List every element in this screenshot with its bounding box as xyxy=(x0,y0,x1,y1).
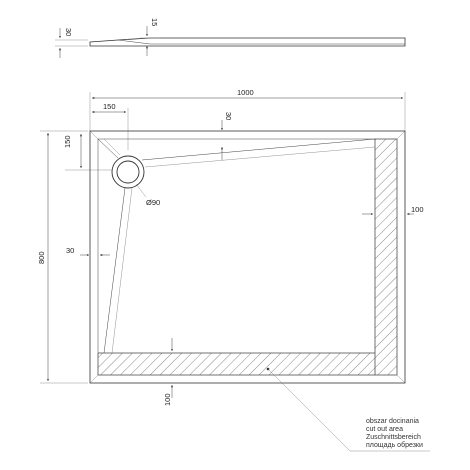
drain-offset-y-dimension: 150 xyxy=(63,134,112,171)
left-wall-dimension: 30 xyxy=(66,246,110,256)
drain-offset-x-dimension: 150 xyxy=(92,102,129,150)
side-profile: 30 15 xyxy=(55,18,406,58)
drain-diameter-callout: Ø90 xyxy=(135,183,160,207)
legend-line-german: Zuschnittsbereich xyxy=(366,434,421,441)
cut-out-leader xyxy=(266,367,430,452)
drain-offset-x-label: 150 xyxy=(103,102,116,111)
legend-line-russian: площадь обрезки xyxy=(366,441,423,449)
legend-line-polish: obszar docinania xyxy=(366,418,419,425)
slope-drop-label: 30 xyxy=(224,112,233,120)
legend-line-english: cut out area xyxy=(366,426,403,433)
drain-icon xyxy=(111,155,145,189)
profile-height-label: 30 xyxy=(64,28,73,36)
cut-out-area-right xyxy=(374,138,398,376)
cut-out-area-bottom xyxy=(97,352,376,376)
slope-drop-dimension: 30 xyxy=(221,112,233,160)
profile-lip-label: 15 xyxy=(150,18,159,26)
depth-dimension: 800 xyxy=(37,130,88,384)
side-cut-dimension: 100 xyxy=(362,205,424,215)
bottom-cut-label: 100 xyxy=(163,393,172,406)
drain-diameter-label: Ø90 xyxy=(146,198,160,207)
cut-out-legend: obszar docinania cut out area Zuschnitts… xyxy=(366,418,423,449)
overall-width-label: 1000 xyxy=(237,88,254,97)
bottom-cut-dimension: 100 xyxy=(163,338,173,406)
overall-depth-label: 800 xyxy=(37,251,46,264)
drain-offset-y-label: 150 xyxy=(63,135,72,148)
left-wall-label: 30 xyxy=(66,246,74,255)
width-dimension: 1000 xyxy=(89,88,406,132)
tray-plan-view xyxy=(89,130,406,384)
side-cut-label: 100 xyxy=(411,205,424,214)
